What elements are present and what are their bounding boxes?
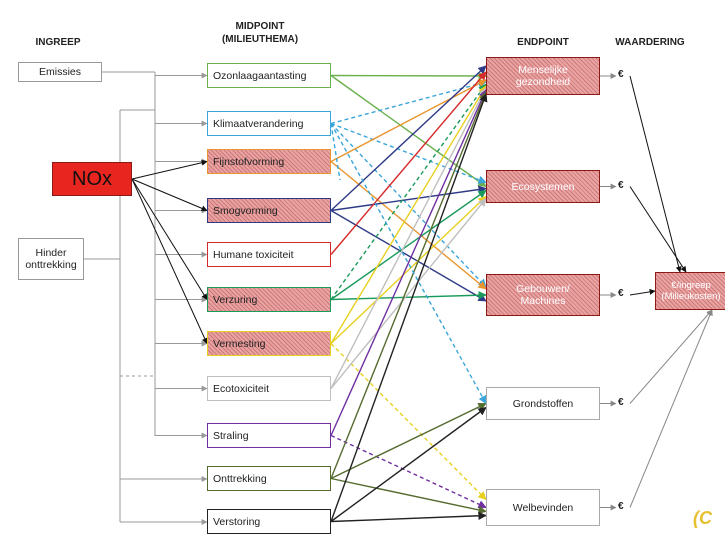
impact-arrow [330,185,487,212]
endpoint-label-line1: Ecosystemen [511,180,575,193]
nox-arrows [131,159,208,345]
midpoint-box-ecotoxiciteit: Ecotoxiciteit [207,376,331,401]
milieukosten-line2: (Milieukosten) [661,291,721,302]
milieukosten-box: €/ingreep (Milieukosten) [655,272,725,310]
midpoint-box-fijnstofvorming: Fijnstofvorming [207,149,331,174]
impact-arrow [330,511,487,523]
midpoint-label: Smogvorming [213,204,278,217]
euro-sign: € [618,179,624,191]
nox-arrow [131,178,208,345]
header-midpoint: MIDPOINT (MILIEUTHEMA) [205,20,315,46]
midpoint-label: Straling [213,429,249,442]
midpoint-box-smogvorming: Smogvorming [207,198,331,223]
nox-label: NOx [72,167,112,190]
endpoint-box-gebouwen: Gebouwen/Machines [486,274,600,316]
midpoint-label: Verstoring [213,515,261,528]
midpoint-label: Ozonlaagaantasting [213,69,307,82]
impact-arrow [330,477,487,515]
impact-arrow [330,71,487,255]
impact-arrow [330,402,487,480]
midpoint-box-vermesting: Vermesting [207,331,331,356]
midpoint-label: Klimaatverandering [213,117,304,130]
valuation-arrows [600,73,713,511]
impact-arrow [330,87,487,389]
endpoint-label-line1: Grondstoffen [512,397,574,410]
midpoint-box-straling: Straling [207,423,331,448]
impact-arrow [330,93,488,522]
euro-sign: € [618,500,624,512]
impact-arrow [330,434,487,509]
midpoint-label: Ecotoxiciteit [213,382,270,395]
midpoint-box-onttrekking: Onttrekking [207,466,331,491]
impact-arrow [330,83,487,300]
header-endpoint: ENDPOINT [517,37,569,48]
midpoint-box-verzuring: Verzuring [207,287,331,312]
impact-arrow [330,89,487,436]
valuation-arrow [629,309,713,508]
midpoint-box-humane-toxiciteit: Humane toxiciteit [207,242,331,267]
milieukosten-line1: €/ingreep [671,280,711,291]
emissies-box: Emissies [18,62,102,82]
impact-arrow [330,189,487,301]
midpoint-label: Humane toxiciteit [213,248,294,261]
impact-arrow [330,123,341,181]
impact-arrow [330,195,487,345]
midpoint-label: Vermesting [213,337,266,350]
impact-arrow [330,160,487,290]
impact-arrow [330,79,487,125]
nox-arrow [131,178,208,212]
header-ingreep: INGREEP [35,37,81,48]
nox-arrow [131,159,208,180]
euro-sign: € [618,69,624,80]
valuation-arrow [629,75,682,273]
impact-arrow [330,123,487,405]
endpoint-box-ecosystemen: Ecosystemen [486,170,600,203]
endpoint-label-line2: Machines [520,295,566,307]
euro-sign: € [618,396,624,408]
impact-arrow [330,291,487,301]
midpoint-box-klimaatverandering: Klimaatverandering [207,111,331,136]
valuation-arrow [629,288,656,296]
impact-arrow [330,406,487,523]
nox-highlight-box: NOx [52,162,132,196]
midpoint-label: Onttrekking [213,472,267,485]
hinder-label: Hinder [35,247,67,259]
impact-arrow [330,343,487,501]
impact-arrow [330,85,487,344]
euro-sign: € [618,288,624,299]
endpoint-box-grondstoffen: Grondstoffen [486,387,600,420]
header-midpoint-line2: (MILIEUTHEMA) [221,34,299,45]
impact-arrow [330,79,487,163]
ingreep-connector-lines [84,71,208,525]
midpoint-box-ozonlaagaantasting: Ozonlaagaantasting [207,63,331,88]
header-midpoint-line1: MIDPOINT [235,21,285,32]
nox-arrow [131,178,208,301]
company-logo: (C [693,508,712,528]
impact-arrow [330,65,487,212]
impact-arrow [330,197,487,389]
endpoint-label-line2: gezondheid [515,76,571,88]
valuation-arrow [629,309,713,404]
midpoint-label: Verzuring [213,293,258,306]
header-waardering: WAARDERING [615,37,685,48]
onttrekking-label: onttrekking [25,259,77,271]
hinder-onttrekking-box: Hinder onttrekking [18,238,84,280]
impact-arrow [330,209,487,302]
impact-arrow [330,91,488,479]
midpoint-to-endpoint-arrows [330,65,488,523]
impact-arrow [330,123,487,288]
impact-arrow [330,74,487,188]
endpoint-label-line1: Welbevinden [512,501,574,514]
midpoint-box-verstoring: Verstoring [207,509,331,534]
endpoint-label-line1: Gebouwen/ [516,283,570,295]
impact-arrow [330,71,487,81]
endpoint-label-line1: Menselijke [518,64,568,76]
midpoint-label: Fijnstofvorming [213,155,285,168]
endpoint-box-welbevinden: Welbevinden [486,489,600,526]
valuation-arrow [629,186,687,273]
emissies-label: Emissies [38,66,81,78]
